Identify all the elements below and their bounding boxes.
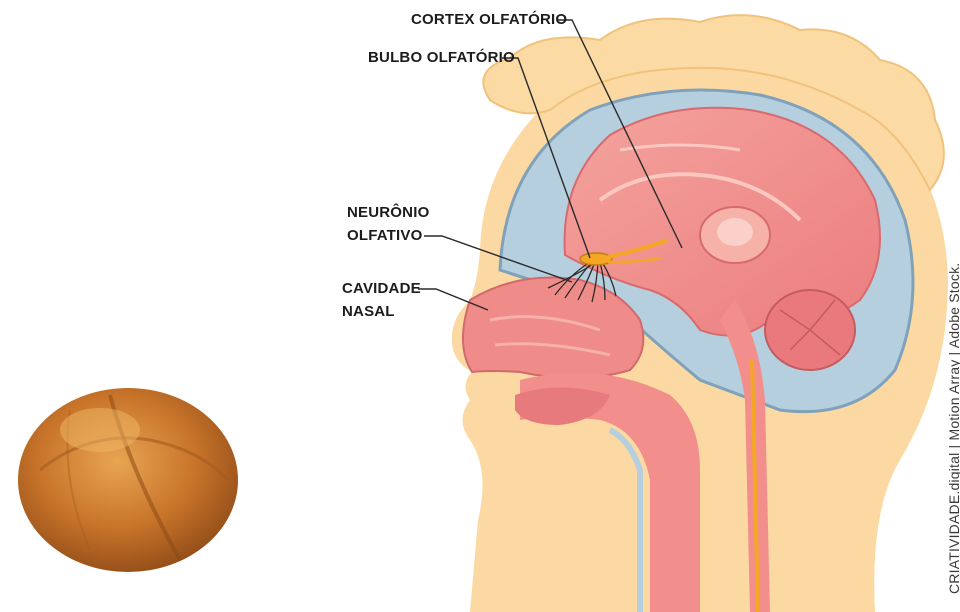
label-cavidade-nasal: CAVIDADE NASAL [342, 277, 421, 323]
label-bulbo-olfatorio: BULBO OLFATÓRIO [368, 46, 515, 69]
leader-cortex [558, 19, 683, 249]
hair [482, 14, 945, 192]
label-cavidade-line1: CAVIDADE [342, 280, 421, 297]
tongue [515, 387, 610, 425]
label-bulbo-text: BULBO OLFATÓRIO [368, 49, 515, 66]
human-head-cross-section [451, 14, 948, 612]
leader-neuronio [424, 235, 573, 283]
throat [520, 372, 700, 612]
label-cortex-olfatorio: CORTEX OLFATÓRIO [411, 8, 567, 31]
leader-bulbo [502, 57, 591, 259]
leader-cavidade [418, 288, 489, 311]
olfactory-tract [607, 238, 669, 259]
label-cortex-text: CORTEX OLFATÓRIO [411, 11, 568, 28]
bread-roll-image [18, 388, 238, 572]
image-credit: CRIATIVIDADE.digital | Motion Array | Ad… [946, 262, 960, 594]
label-cavidade-line2: NASAL [342, 303, 395, 320]
label-neuronio-line1: NEURÔNIO [347, 204, 430, 221]
label-neuronio-line2: OLFATIVO [347, 227, 423, 244]
leader-lines [418, 19, 683, 311]
olfactory-bulb [579, 252, 613, 266]
label-neuronio-olfativo: NEURÔNIO OLFATIVO [347, 201, 429, 247]
